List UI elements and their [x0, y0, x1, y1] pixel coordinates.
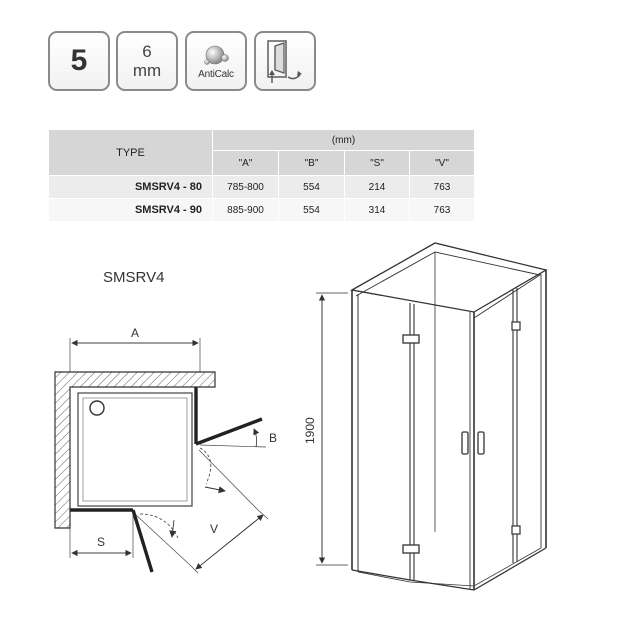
- model-cell: SMSRV4 - 80: [48, 175, 213, 199]
- dimension-a-label: A: [131, 326, 139, 340]
- droplet-sphere-icon: [204, 45, 229, 65]
- column-header: "V": [408, 150, 476, 176]
- plan-view: A B S V: [54, 326, 277, 574]
- glass-value: 6: [142, 42, 152, 61]
- door-handle: [477, 431, 485, 455]
- table-cell: 885-900: [212, 198, 279, 222]
- table-row: SMSRV4 - 90 885-900 554 314 763: [48, 198, 476, 222]
- table-cell: 554: [278, 198, 345, 222]
- shower-tray: [77, 392, 193, 507]
- dimension-table: TYPE (mm) "A" "B" "S" "V" SMSRV4 - 80 78…: [48, 129, 476, 222]
- wall-hatch: [54, 371, 216, 529]
- bottom-door-leaf: [131, 509, 154, 573]
- perspective-view: [316, 242, 548, 591]
- anticalc-label: AntiCalc: [198, 68, 234, 80]
- glass-mm-badge: 6 mm: [116, 31, 178, 91]
- dimension-b-label: B: [269, 431, 277, 445]
- glass-unit: mm: [132, 61, 162, 80]
- column-header: "A": [212, 150, 279, 176]
- table-cell: 785-800: [212, 175, 279, 199]
- right-door-leaf: [195, 417, 263, 446]
- drain-circle: [89, 400, 105, 416]
- unit-header: (mm): [211, 129, 476, 151]
- table-cell: 314: [344, 198, 410, 222]
- dimension-v-label: V: [210, 522, 218, 536]
- model-title: SMSRV4: [103, 269, 165, 286]
- type-header: TYPE: [48, 129, 213, 176]
- door-handle: [461, 431, 469, 455]
- thickness-count: 5: [70, 44, 88, 77]
- anticalc-badge: AntiCalc: [185, 31, 247, 91]
- table-cell: 763: [408, 198, 476, 222]
- table-cell: 214: [344, 175, 410, 199]
- folding-door-badge: [254, 31, 316, 91]
- dimension-s-label: S: [97, 535, 105, 549]
- table-row: SMSRV4 - 80 785-800 554 214 763: [48, 175, 476, 199]
- height-label: 1900: [303, 417, 317, 444]
- folding-door-icon: [267, 40, 302, 83]
- table-cell: 763: [408, 175, 476, 199]
- glass-thickness-badge: 5: [48, 31, 110, 91]
